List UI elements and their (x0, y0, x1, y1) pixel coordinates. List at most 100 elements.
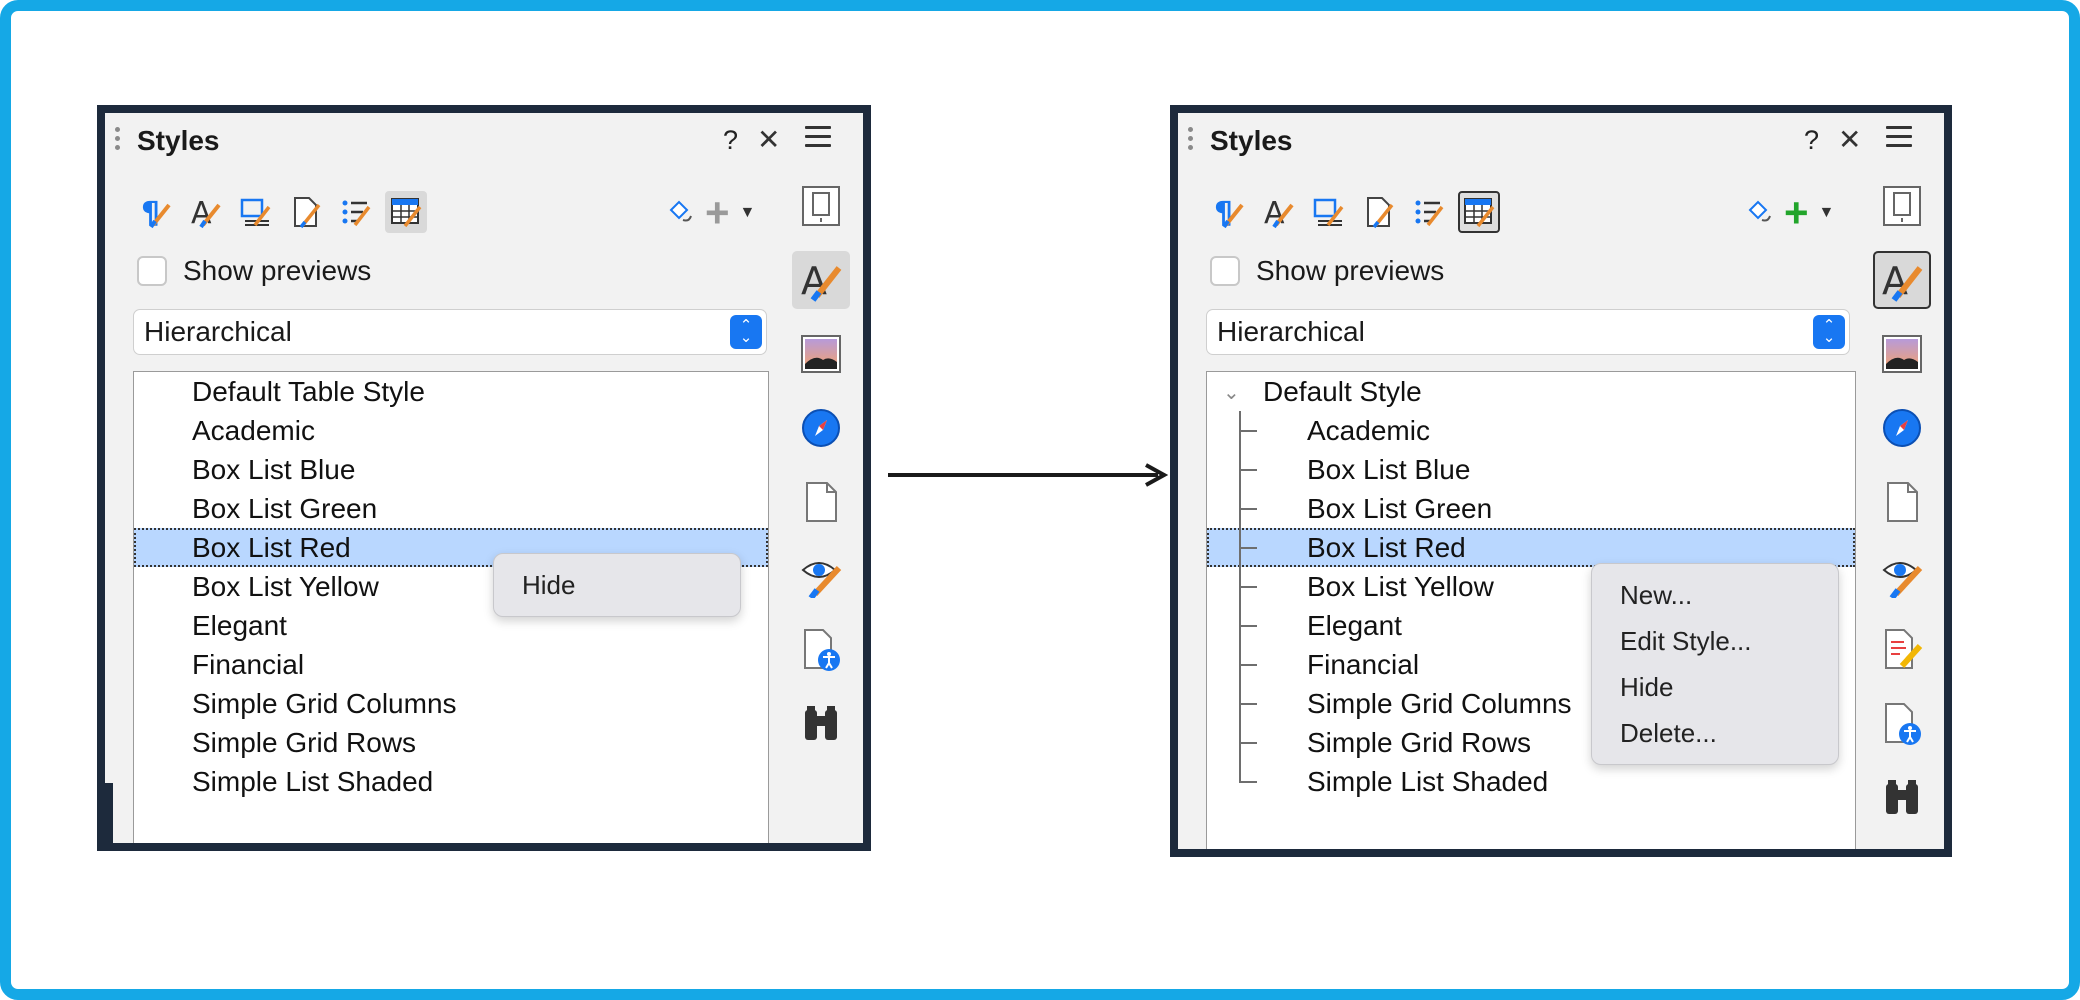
style-tree-item-label: Box List Blue (1307, 454, 1471, 485)
style-filter-select[interactable]: Hierarchical ⌃⌄ (133, 309, 767, 355)
style-tree-item[interactable]: Box List Green (1207, 489, 1855, 528)
fill-format-icon[interactable] (665, 196, 695, 231)
style-tree-item-label: Academic (1307, 415, 1430, 446)
style-list-item[interactable]: Simple Grid Columns (192, 688, 457, 719)
frame-styles-icon[interactable] (235, 191, 277, 233)
context-menu-new[interactable]: New... (1620, 580, 1693, 610)
style-list-item[interactable]: Box List Yellow (192, 571, 379, 602)
context-menu: Hide (493, 553, 741, 617)
styles-icon[interactable]: A (1873, 251, 1931, 309)
show-previews-checkbox[interactable] (1210, 256, 1240, 286)
hamburger-menu-icon[interactable] (1886, 126, 1912, 153)
tree-connector (1239, 703, 1257, 705)
tree-connector (1239, 625, 1257, 627)
style-tree-item[interactable]: Simple Grid Rows (1207, 723, 1855, 762)
style-tree-item-label: Financial (1307, 649, 1420, 680)
style-list-item[interactable]: Academic (192, 415, 315, 446)
style-tree-item[interactable]: Box List Red (1207, 528, 1855, 567)
context-menu-hide[interactable]: Hide (1620, 672, 1674, 702)
fill-format-icon[interactable] (1744, 196, 1774, 231)
style-tree-item-label: Box List Yellow (1307, 571, 1494, 602)
chevron-down-icon[interactable]: ⌄ (1223, 382, 1240, 404)
style-list-item[interactable]: Simple Grid Rows (192, 727, 417, 758)
accessibility-check-icon[interactable] (1873, 695, 1931, 753)
paragraph-styles-icon[interactable]: ¶ (135, 191, 177, 233)
gallery-icon[interactable] (792, 325, 850, 383)
transition-arrow-icon (888, 463, 1168, 487)
style-tree-item[interactable]: Elegant (1207, 606, 1855, 645)
frame-styles-icon[interactable] (1308, 191, 1350, 233)
hamburger-menu-icon[interactable] (805, 126, 831, 153)
page-icon[interactable] (1873, 473, 1931, 531)
character-styles-icon[interactable]: A (1258, 191, 1300, 233)
style-inspector-icon[interactable] (792, 547, 850, 605)
style-list-item[interactable]: Elegant (192, 610, 287, 641)
page-styles-icon[interactable] (285, 191, 327, 233)
style-inspector-icon[interactable] (1873, 547, 1931, 605)
help-button[interactable]: ? (723, 125, 739, 155)
paragraph-styles-icon[interactable]: ¶ (1208, 191, 1250, 233)
gallery-icon[interactable] (1873, 325, 1931, 383)
style-list-item[interactable]: Default Table Style (192, 376, 425, 407)
style-filter-select[interactable]: Hierarchical ⌃⌄ (1206, 309, 1850, 355)
tree-connector (1239, 508, 1257, 510)
table-styles-icon[interactable] (385, 191, 427, 233)
style-category-toolbar: ¶ A (135, 191, 427, 233)
style-tree-item[interactable]: Box List Blue (1207, 450, 1855, 489)
close-button[interactable]: ✕ (1838, 124, 1862, 155)
chevron-down-icon[interactable]: ▼ (1818, 204, 1835, 221)
manage-changes-icon[interactable] (1873, 621, 1931, 679)
style-tree-item-label: Box List Green (1307, 493, 1493, 524)
style-actions: + ▼ (665, 189, 756, 236)
select-stepper-icon[interactable]: ⌃⌄ (1813, 315, 1845, 349)
style-list-item[interactable]: Box List Green (192, 493, 378, 524)
styles-panel-before: Styles ? ✕ ¶ A (97, 105, 871, 851)
list-styles-icon[interactable] (335, 191, 377, 233)
style-list-item[interactable]: Box List Blue (192, 454, 356, 485)
new-style-button[interactable]: + (705, 189, 730, 236)
show-previews-row: Show previews (137, 255, 371, 287)
style-tree-item[interactable]: Simple Grid Columns (1207, 684, 1855, 723)
list-styles-icon[interactable] (1408, 191, 1450, 233)
chevron-down-icon[interactable]: ▼ (739, 204, 756, 221)
style-tree-item-label: Simple List Shaded (1307, 766, 1549, 797)
style-tree-root-label: Default Style (1263, 376, 1422, 407)
style-list-item[interactable]: Financial (192, 649, 305, 680)
accessibility-check-icon[interactable] (792, 621, 850, 679)
page-icon[interactable] (792, 473, 850, 531)
help-button[interactable]: ? (1804, 125, 1820, 155)
find-replace-icon[interactable] (792, 695, 850, 753)
drag-grip-icon[interactable] (1188, 127, 1194, 157)
find-replace-icon[interactable] (1873, 769, 1931, 827)
show-previews-label: Show previews (1256, 255, 1445, 286)
close-button[interactable]: ✕ (757, 124, 781, 155)
select-stepper-icon[interactable]: ⌃⌄ (730, 315, 762, 349)
style-tree-item[interactable]: Box List Yellow (1207, 567, 1855, 606)
properties-icon[interactable] (1873, 177, 1931, 235)
character-styles-icon[interactable]: A (185, 191, 227, 233)
tree-connector (1239, 547, 1257, 549)
page-styles-icon[interactable] (1358, 191, 1400, 233)
style-tree-item[interactable]: Financial (1207, 645, 1855, 684)
tree-connector (1239, 781, 1257, 783)
show-previews-checkbox[interactable] (137, 256, 167, 286)
context-menu-edit-style[interactable]: Edit Style... (1620, 626, 1752, 656)
style-tree-item[interactable]: Simple List Shaded (1207, 762, 1855, 801)
context-menu-hide[interactable]: Hide (522, 570, 576, 600)
style-tree-item[interactable]: Academic (1207, 411, 1855, 450)
drag-grip-icon[interactable] (115, 127, 121, 157)
style-tree-root[interactable]: ⌄ Default Style (1207, 372, 1855, 411)
select-value: Hierarchical (144, 316, 292, 347)
navigator-icon[interactable] (792, 399, 850, 457)
navigator-icon[interactable] (1873, 399, 1931, 457)
table-styles-icon[interactable] (1458, 191, 1500, 233)
panel-title: Styles (1210, 125, 1293, 156)
styles-icon[interactable]: A (792, 251, 850, 309)
style-list-item[interactable]: Simple List Shaded (192, 766, 434, 797)
show-previews-row: Show previews (1210, 255, 1444, 287)
new-style-button[interactable]: + (1784, 189, 1809, 236)
context-menu-delete[interactable]: Delete... (1620, 718, 1717, 748)
tree-connector (1239, 469, 1257, 471)
properties-icon[interactable] (792, 177, 850, 235)
